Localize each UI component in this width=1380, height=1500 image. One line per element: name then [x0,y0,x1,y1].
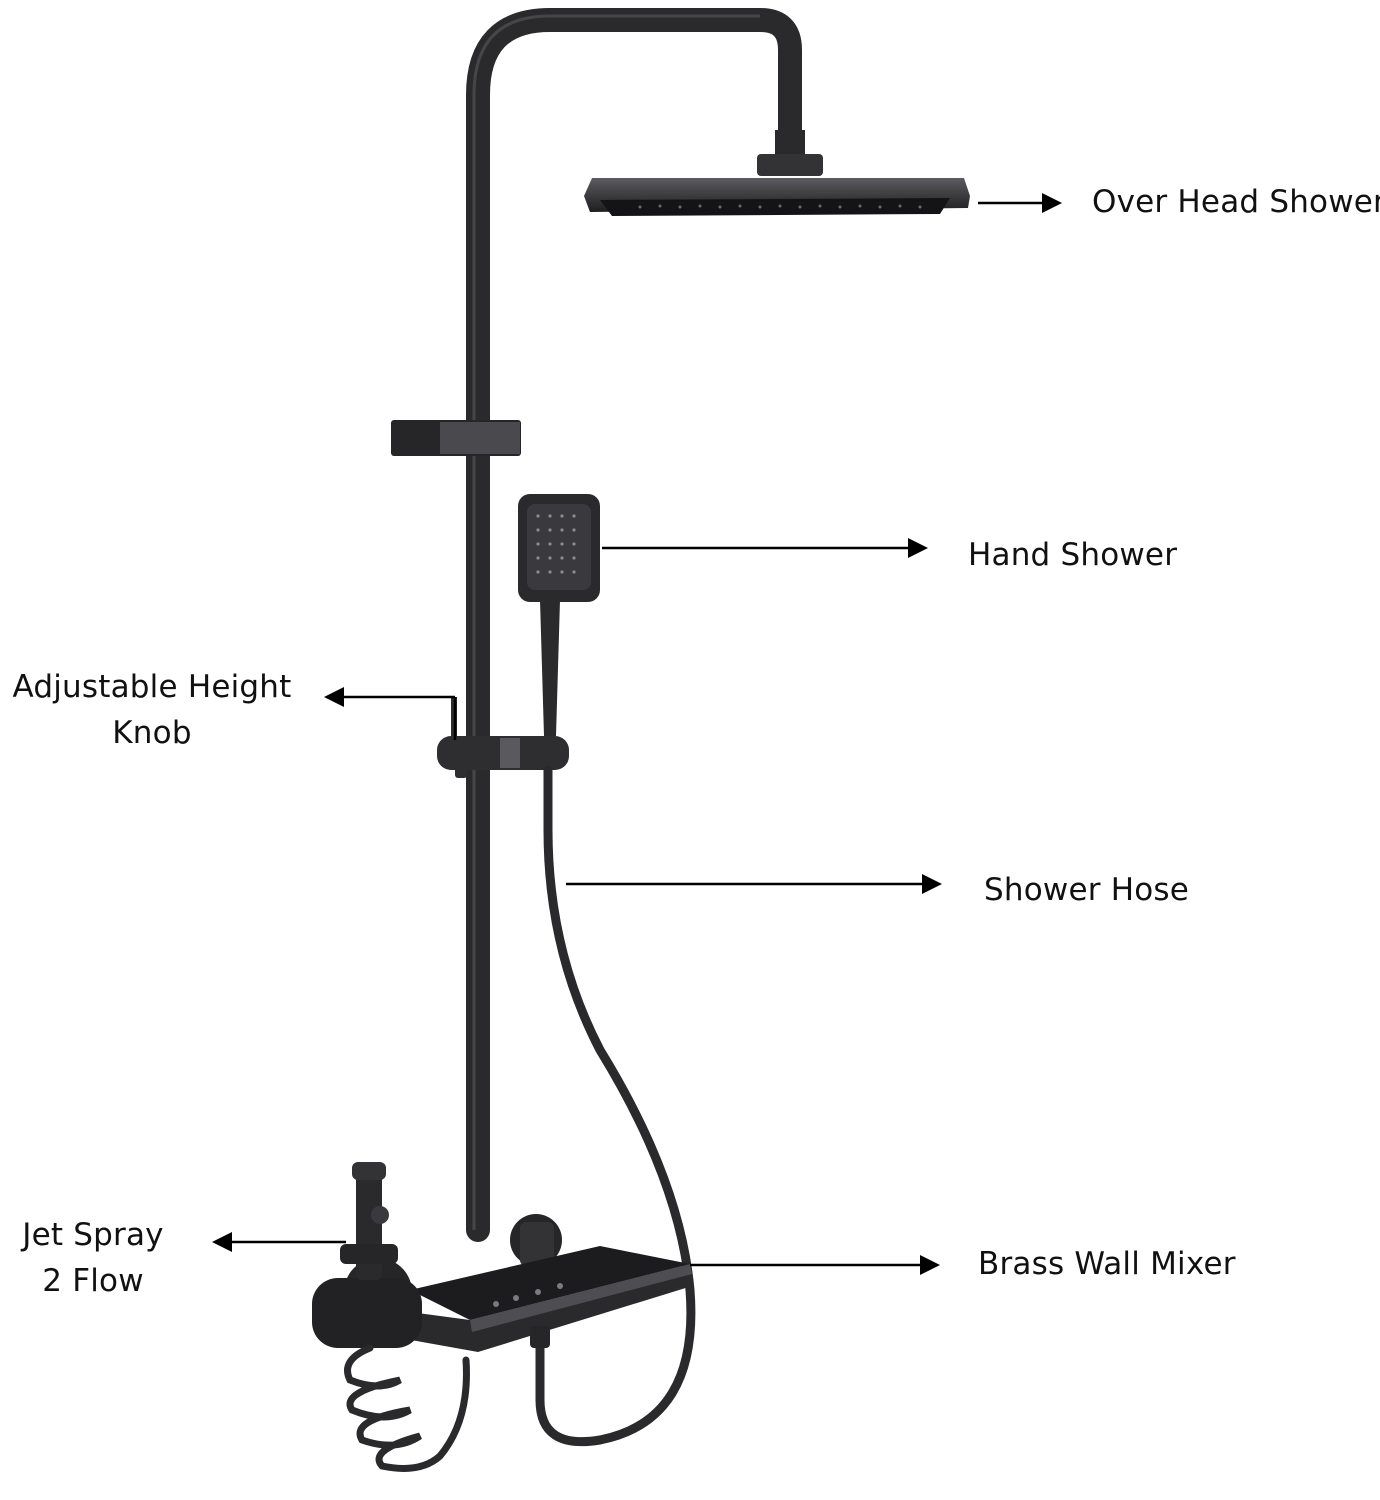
overhead-nozzles [638,204,922,209]
slider-holder-highlight [500,738,520,768]
label-adjustable-height-knob-line2: Knob [112,715,192,751]
label-brass-wall-mixer: Brass Wall Mixer [978,1246,1236,1282]
callout-arrows [212,193,1062,1275]
hand-shower-handle [540,600,560,736]
jet-spray-holder [340,1244,398,1264]
label-jet-spray-line1: Jet Spray [22,1217,164,1253]
slider-knob-cap [455,766,467,778]
label-shower-hose: Shower Hose [984,872,1190,908]
mixer-shelf-top [410,1246,690,1320]
jet-spray-cap [352,1162,386,1180]
label-jet-spray-line2: 2 Flow [42,1263,144,1299]
label-adjustable-height-knob: Adjustable Height Knob [4,664,300,756]
mixer-right-valve [520,1222,554,1266]
label-jet-spray: Jet Spray 2 Flow [8,1212,178,1304]
label-adjustable-height-knob-line1: Adjustable Height [12,669,292,705]
mixer-hose-outlet [530,1326,550,1348]
hand-shower-nozzles [536,514,576,574]
mixer-base-body [312,1278,422,1348]
label-hand-shower: Hand Shower [968,537,1178,573]
mixer-shelf-edge [470,1264,692,1332]
overhead-mount [757,154,823,176]
upper-bracket-highlight [440,422,520,454]
overhead-shower-face [600,198,950,216]
label-over-head-shower: Over Head Shower [1092,184,1380,220]
riser-pipe-highlight [472,14,760,1230]
shower-hose [535,765,696,1447]
jet-spray-button [371,1206,389,1224]
mixer-buttons [493,1283,563,1307]
overhead-neck [775,130,805,156]
hand-shower-face [527,504,591,590]
riser-pipe [466,8,802,1242]
jet-spray-coil-hose [344,1344,470,1472]
